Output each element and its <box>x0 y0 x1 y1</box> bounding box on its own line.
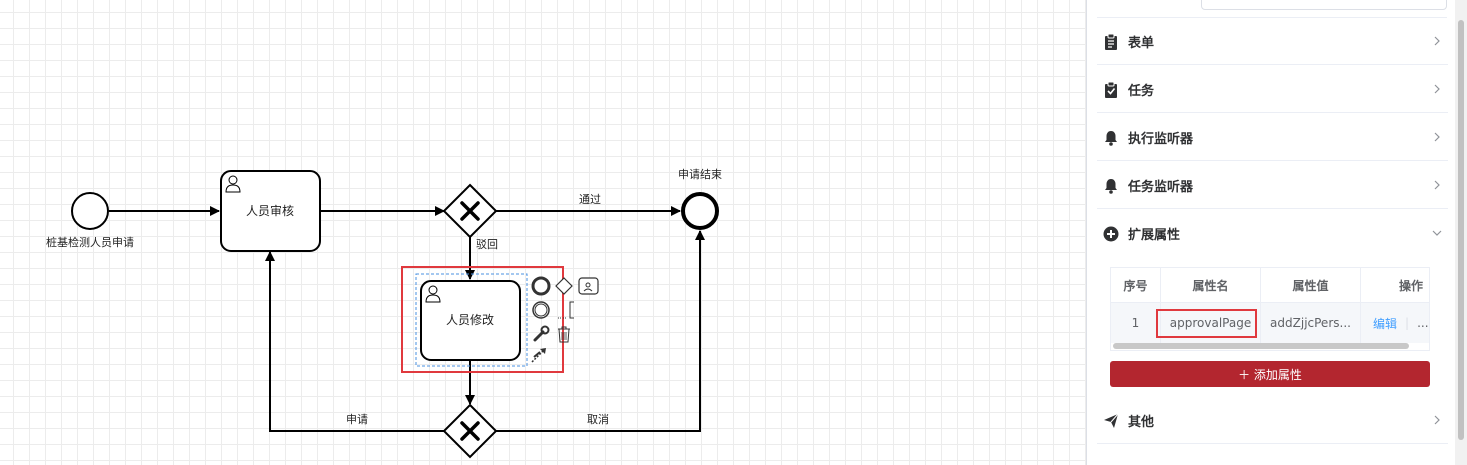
text-annotation-icon[interactable] <box>558 301 574 319</box>
chevron-right-icon <box>1434 415 1440 425</box>
end-event[interactable] <box>681 192 719 230</box>
header-name: 属性名 <box>1161 268 1261 302</box>
divider <box>1097 17 1447 18</box>
row-index: 1 <box>1111 303 1161 343</box>
section-task-label: 任务 <box>1128 84 1155 99</box>
section-form-label: 表单 <box>1128 36 1155 51</box>
append-task-icon[interactable] <box>578 277 599 295</box>
flow-pass-label: 通过 <box>579 193 601 206</box>
append-intermediate-event-icon <box>534 303 548 317</box>
flow-reject-label: 驳回 <box>476 238 498 251</box>
section-form[interactable]: 表单 <box>1097 18 1448 65</box>
gateway-x-icon <box>460 421 480 441</box>
chevron-right-icon <box>1434 36 1440 46</box>
section-execution-listener[interactable]: 执行监听器 <box>1097 114 1448 161</box>
task-review-label: 人员审核 <box>246 203 294 218</box>
flow-cancel-label: 取消 <box>587 412 609 426</box>
start-event[interactable] <box>71 192 109 230</box>
section-other[interactable]: 其他 <box>1097 397 1448 444</box>
highlight-box <box>401 266 564 373</box>
bell-icon <box>1105 179 1117 194</box>
selection-outline <box>415 273 528 367</box>
flow-cancel[interactable] <box>496 230 705 432</box>
start-event-label: 桩基检测人员申请 <box>46 235 134 249</box>
clipboard-icon <box>1105 34 1117 50</box>
edit-link[interactable]: 编辑 <box>1373 316 1398 331</box>
add-property-button[interactable]: ＋ 添加属性 <box>1110 361 1430 387</box>
paper-plane-icon <box>1104 413 1119 428</box>
panel-scrollbar[interactable] <box>1455 0 1467 465</box>
gateway-x-icon <box>460 201 480 221</box>
append-gateway-icon[interactable] <box>555 277 573 295</box>
row-property-value: addZjjcPers... <box>1261 303 1361 343</box>
action-divider: | <box>1405 316 1410 330</box>
connect-icon[interactable] <box>531 348 546 363</box>
table-header: 序号 属性名 属性值 操作 <box>1111 268 1429 303</box>
wrench-icon[interactable] <box>533 325 550 342</box>
user-icon <box>225 175 241 193</box>
bell-icon <box>1105 131 1117 146</box>
user-icon <box>425 285 441 303</box>
row-property-name: approvalPage <box>1161 303 1261 343</box>
sequence-flows <box>109 206 705 432</box>
header-action: 操作 <box>1399 278 1424 293</box>
exclusive-gateway-1[interactable] <box>442 183 498 239</box>
task-modify-label: 人员修改 <box>446 312 494 327</box>
chevron-right-icon <box>1434 84 1440 94</box>
exclusive-gateway-2[interactable] <box>442 403 498 459</box>
flow-apply-label: 申请 <box>346 413 368 426</box>
header-index: 序号 <box>1111 268 1161 302</box>
scrollbar-thumb[interactable] <box>1458 20 1464 440</box>
task-modify[interactable] <box>420 280 521 361</box>
header-value: 属性值 <box>1261 268 1361 302</box>
properties-panel: 表单 任务 执行监听器 任务监听器 扩展属性 <box>1086 0 1467 465</box>
clipboard-check-icon <box>1105 82 1117 98</box>
plus-circle-icon <box>1103 226 1119 242</box>
section-extension-properties-label: 扩展属性 <box>1128 228 1181 243</box>
end-event-label: 申请结束 <box>678 168 722 181</box>
highlight-box <box>1156 309 1257 338</box>
section-task-listener[interactable]: 任务监听器 <box>1097 162 1448 209</box>
section-task-listener-label: 任务监听器 <box>1128 180 1194 195</box>
panel-top-input[interactable] <box>1201 0 1447 10</box>
section-other-label: 其他 <box>1128 415 1155 430</box>
trash-icon[interactable] <box>558 326 570 343</box>
table-horizontal-scrollbar[interactable] <box>1113 343 1409 349</box>
section-execution-listener-label: 执行监听器 <box>1128 132 1194 147</box>
more-link[interactable]: ... <box>1417 316 1429 330</box>
task-review[interactable] <box>220 170 321 252</box>
flow-apply[interactable] <box>265 251 444 432</box>
chevron-right-icon <box>1434 132 1440 142</box>
chevron-down-icon <box>1432 230 1442 236</box>
bpmn-diagram: 桩基检测人员申请 人员审核 申请结束 通过 驳回 申请 取消 人员修改 <box>46 168 722 459</box>
context-pad <box>531 276 599 363</box>
chevron-right-icon <box>1434 180 1440 190</box>
row-actions: 编辑 | ... <box>1361 303 1429 343</box>
append-end-event-icon[interactable] <box>531 276 551 296</box>
section-extension-properties[interactable]: 扩展属性 <box>1097 210 1448 258</box>
section-task[interactable]: 任务 <box>1097 66 1448 113</box>
bpmn-canvas[interactable]: 桩基检测人员申请 人员审核 申请结束 通过 驳回 申请 取消 人员修改 <box>0 0 1086 465</box>
